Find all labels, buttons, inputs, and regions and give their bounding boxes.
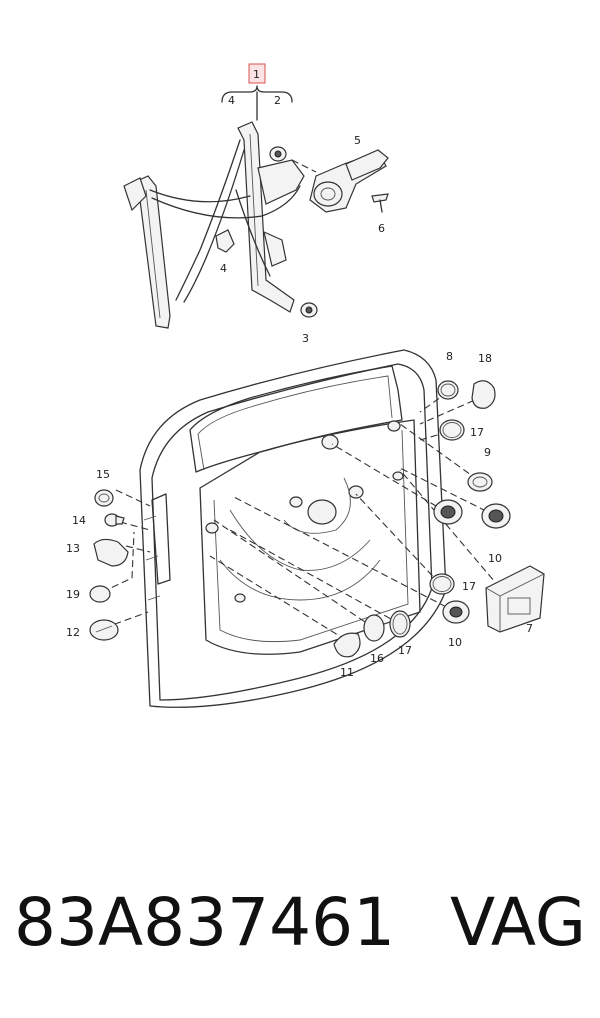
callout-3: 3: [302, 332, 309, 345]
door-parts: [89, 380, 545, 658]
callout-4-bottom: 4: [220, 262, 227, 275]
exploded-parts-diagram: 1 4 2 5 6 4 3 8 18 17 9 10 17 7 10 17 16…: [66, 63, 545, 708]
callout-17-bottom: 17: [398, 644, 412, 657]
callout-9: 9: [484, 446, 491, 459]
callout-2: 2: [274, 94, 281, 107]
callout-8: 8: [446, 350, 453, 363]
callout-17-middle: 17: [462, 580, 476, 593]
callout-1: 1: [253, 68, 260, 81]
callout-4-top: 4: [228, 94, 235, 107]
part-number: 83A837461: [14, 884, 396, 961]
callout-10-bottom: 10: [448, 636, 462, 649]
callout-12: 12: [66, 626, 80, 639]
callout-14: 14: [72, 514, 86, 527]
callout-11: 11: [340, 666, 354, 679]
callout-5: 5: [354, 134, 361, 147]
callout-7: 7: [526, 622, 533, 635]
window-regulator-assembly: [123, 63, 389, 329]
callout-17-top: 17: [470, 426, 484, 439]
callout-13: 13: [66, 542, 80, 555]
callout-18: 18: [478, 352, 492, 365]
callout-labels: 1 4 2 5 6 4 3 8 18 17 9 10 17 7 10 17 16…: [66, 68, 533, 679]
door-shell: [139, 349, 447, 708]
callout-6: 6: [378, 222, 385, 235]
brand-label: VAG: [449, 884, 586, 961]
footer: 83A837461 VAG: [0, 890, 600, 980]
callout-16: 16: [370, 652, 384, 665]
callout-19: 19: [66, 588, 80, 601]
callout-1-highlight-box: [248, 63, 266, 84]
callout-15: 15: [96, 468, 110, 481]
callout-10-top: 10: [488, 552, 502, 565]
